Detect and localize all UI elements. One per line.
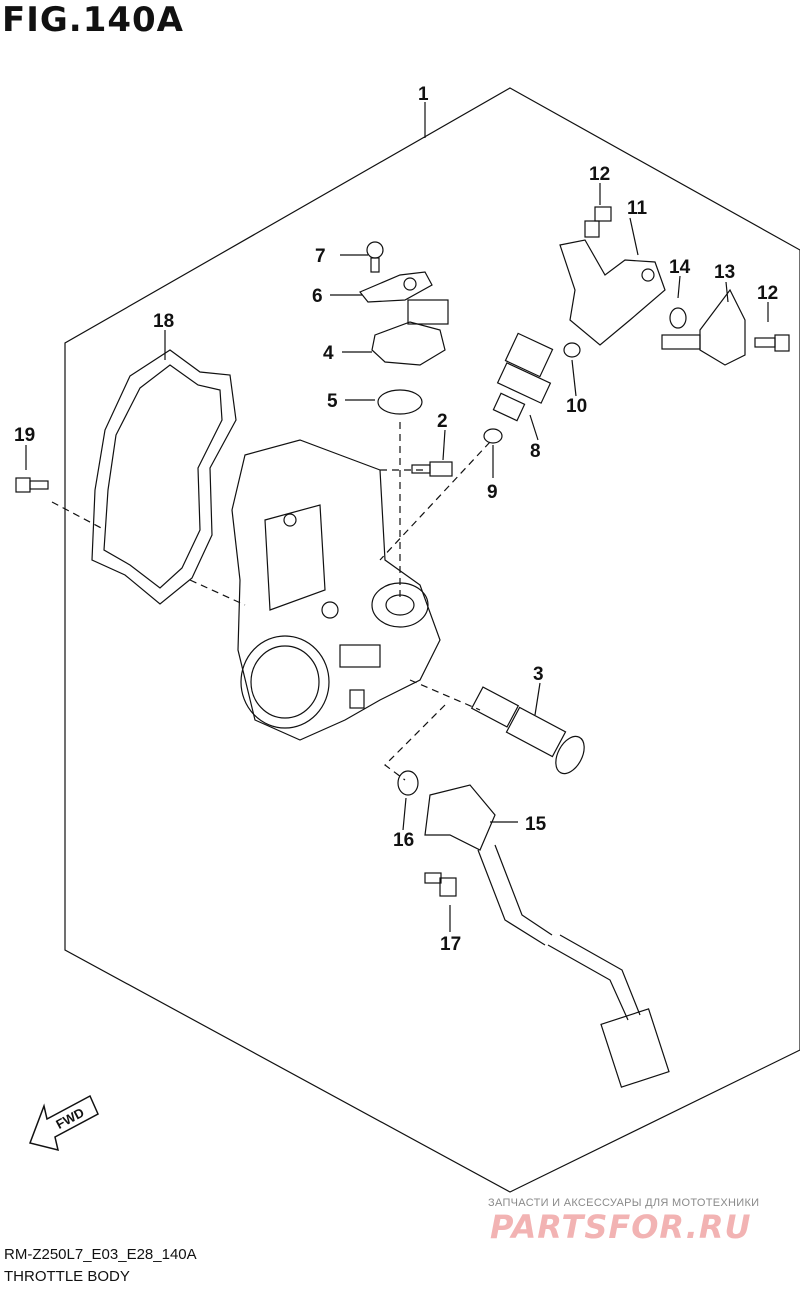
callout-6: 6 [312, 286, 323, 307]
callout-3: 3 [533, 664, 544, 685]
figure-name: THROTTLE BODY [4, 1268, 130, 1285]
callout-5: 5 [327, 391, 338, 412]
callout-19: 19 [14, 425, 35, 446]
screw-part-7 [366, 241, 384, 273]
callout-9: 9 [487, 482, 498, 503]
sensor-part-4 [371, 299, 449, 366]
figure-title: FIG.140A [2, 0, 184, 40]
sensor-part-13 [661, 288, 746, 366]
callout-2: 2 [437, 411, 448, 432]
watermark-logo: PARTSFOR.RU [490, 1208, 752, 1246]
bolt-part-12a [584, 206, 612, 238]
callout-18: 18 [153, 311, 174, 332]
callout-17: 17 [440, 934, 461, 955]
callout-7: 7 [315, 246, 326, 267]
callout-15: 15 [525, 814, 547, 835]
figure-code: RM-Z250L7_E03_E28_140A [4, 1246, 197, 1263]
callout-14: 14 [669, 257, 691, 278]
screw-part-3 [470, 686, 585, 775]
fwd-arrow: FWD [29, 1094, 99, 1152]
watermark-caption: ЗАПЧАСТИ И АКСЕССУАРЫ ДЛЯ МОТОТЕХНИКИ [488, 1197, 760, 1209]
callout-12b: 12 [757, 283, 778, 304]
bolt-part-19 [15, 477, 49, 493]
o-ring-part-14 [669, 307, 687, 329]
o-ring-part-9 [483, 428, 503, 444]
cover-part-18 [91, 349, 237, 605]
o-ring-part-5 [377, 389, 423, 415]
bolt-part-12b [754, 334, 790, 352]
o-ring-part-16 [397, 770, 419, 796]
assembly-boundary [64, 87, 800, 1193]
bolt-part-17 [424, 872, 457, 897]
callout-4: 4 [323, 343, 334, 364]
callout-8: 8 [530, 441, 541, 462]
callout-labels: 1 2 3 4 5 6 7 8 9 10 11 12 12 13 14 15 1… [14, 84, 778, 955]
callout-16: 16 [393, 830, 414, 851]
callout-11: 11 [627, 198, 648, 219]
plate-part-6 [359, 271, 433, 303]
throttle-body-part-1 [231, 439, 441, 741]
screw-part-2 [411, 461, 453, 477]
bracket-part-11 [559, 239, 666, 346]
callout-1: 1 [418, 84, 429, 105]
sensor-part-15 [424, 784, 670, 1088]
o-ring-part-10 [563, 342, 581, 358]
injector-part-8 [492, 332, 554, 422]
callout-12a: 12 [589, 164, 610, 185]
callout-13: 13 [714, 262, 735, 283]
callout-10: 10 [566, 396, 587, 417]
